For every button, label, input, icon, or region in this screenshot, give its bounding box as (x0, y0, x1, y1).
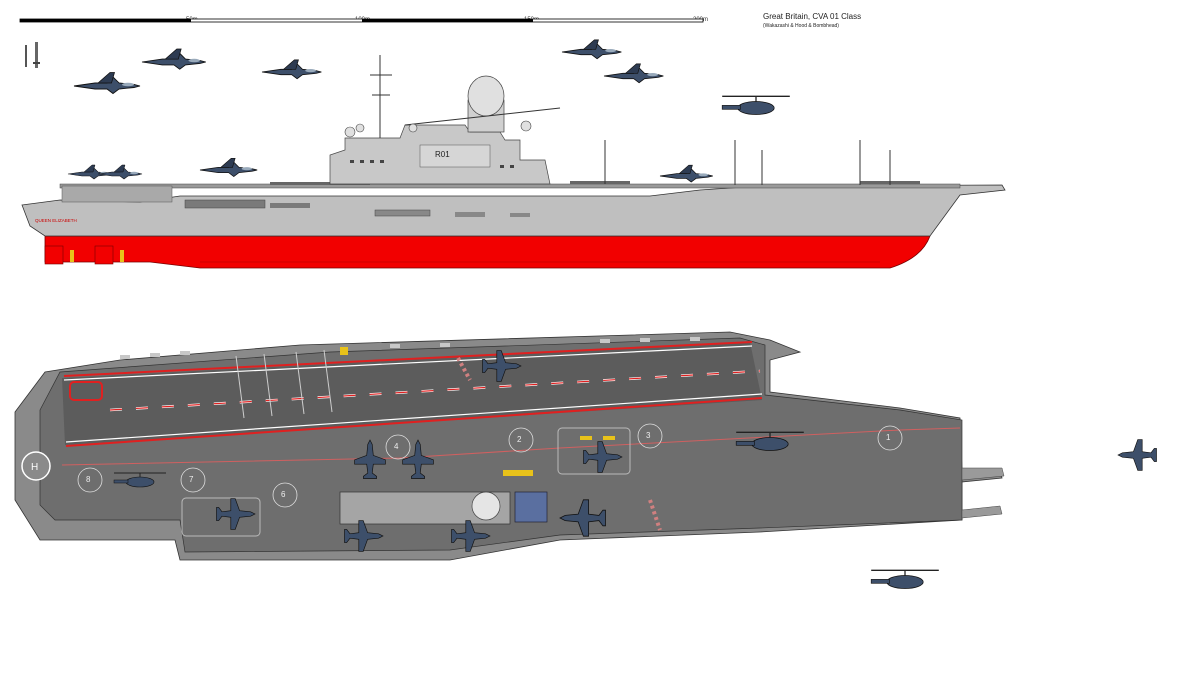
pennant-number: R01 (435, 150, 450, 159)
island-superstructure: R01 (329, 124, 551, 185)
jet-icon (73, 39, 665, 95)
deck-spot-1: 1 (886, 433, 891, 442)
deck-spot-3: 3 (646, 431, 651, 440)
deck-spot-4: 4 (394, 442, 399, 451)
svg-text:H: H (31, 462, 38, 473)
deck-spot-7: 7 (189, 475, 194, 484)
drawing-credit: (Wakazashi & Hood & Bombhead) (763, 23, 839, 29)
stern-name: QUEEN ELIZABETH (35, 218, 77, 223)
deck-spot-8: 8 (86, 475, 91, 484)
mast-icon (370, 55, 891, 185)
helicopter-icon (721, 95, 791, 116)
ship-plan-view: H (14, 331, 1005, 561)
radar-dome-icon (467, 75, 505, 133)
deck-spot-2: 2 (517, 435, 522, 444)
deck-spot-6: 6 (281, 490, 286, 499)
ship-profile: QUEEN ELIZABETH (21, 181, 1006, 269)
ordnance-icon (25, 42, 40, 68)
drawing-title: Great Britain, CVA 01 Class (763, 12, 862, 21)
scale-bar (19, 18, 704, 23)
